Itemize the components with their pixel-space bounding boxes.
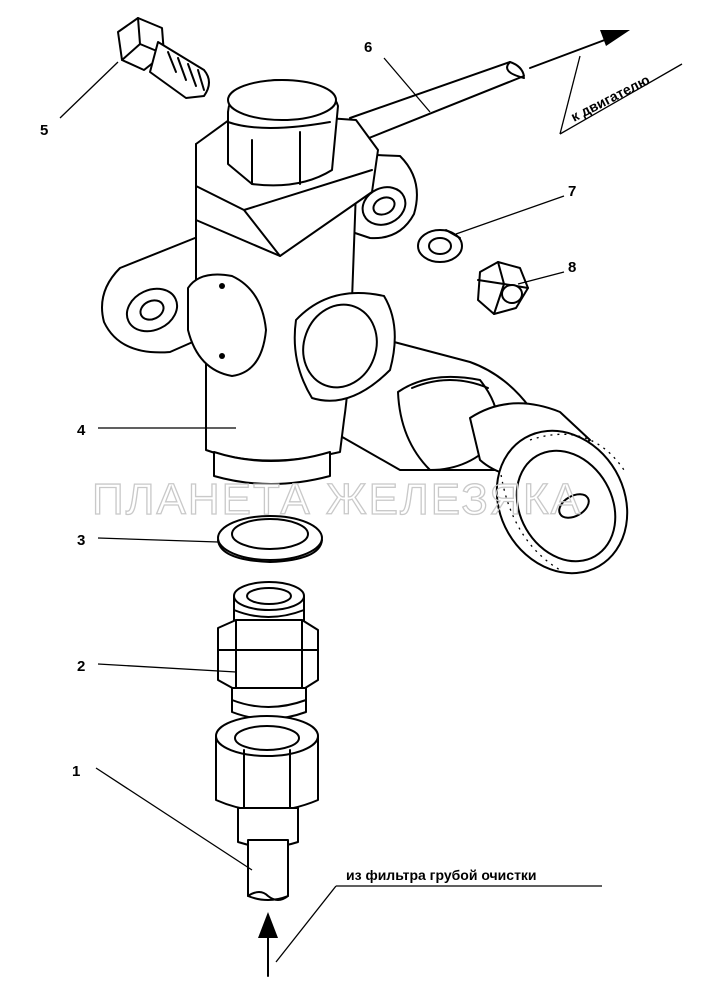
part-1-fuel-pipe-nut (215, 715, 319, 977)
callout-8: 8 (568, 259, 576, 276)
callout-labels: 1 2 3 4 5 6 7 8 (40, 39, 576, 780)
part-4-pump-body (101, 79, 418, 485)
part-7-spring-washer (417, 229, 463, 263)
callout-1: 1 (72, 763, 80, 780)
callout-5: 5 (40, 122, 48, 139)
part-5-bolt (117, 17, 210, 99)
callout-6: 6 (364, 39, 372, 56)
part-8-nut (477, 261, 529, 315)
part-2-union-fitting (217, 581, 319, 720)
callout-2: 2 (77, 658, 85, 675)
to-engine-label: к двигателю (568, 71, 652, 124)
from-coarse-filter-label: из фильтра грубой очистки (346, 867, 537, 883)
leader-lines (59, 55, 683, 963)
callout-4: 4 (77, 422, 86, 439)
callout-3: 3 (77, 532, 85, 549)
part-6-outlet-pipe (349, 30, 630, 141)
watermark: ПЛАНЕТА ЖЕЛЕЗЯКА (92, 475, 582, 524)
callout-7: 7 (568, 183, 576, 200)
part-3-sealing-ring (217, 515, 323, 563)
